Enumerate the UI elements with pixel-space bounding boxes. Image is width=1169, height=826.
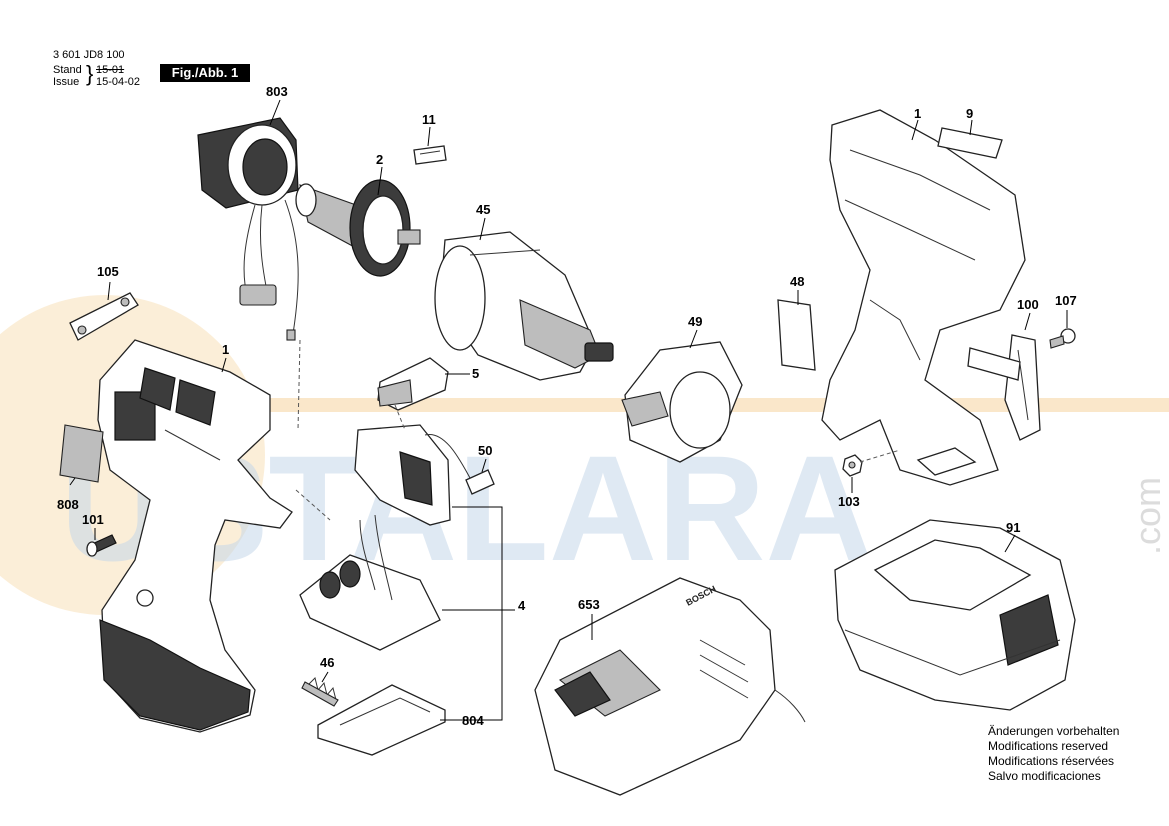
- callout-101: 101: [82, 512, 104, 527]
- part-11-clip[interactable]: [413, 145, 447, 165]
- callout-11: 11: [422, 112, 436, 127]
- callout-1-housing: 1: [914, 106, 921, 121]
- callout-45: 45: [476, 202, 490, 217]
- part-653-charger[interactable]: BOSCH: [534, 577, 806, 796]
- part-49-cover-ring[interactable]: [621, 341, 743, 463]
- part-803-stator[interactable]: [197, 117, 299, 341]
- part-45-gear-housing[interactable]: [434, 231, 614, 381]
- callout-103: 103: [838, 494, 860, 509]
- part-103-nut[interactable]: [842, 454, 863, 477]
- modification-notes: Änderungen vorbehalten Modifications res…: [988, 724, 1119, 784]
- callout-2: 2: [376, 152, 383, 167]
- callout-653: 653: [578, 597, 600, 612]
- stand-date: 15-01: [96, 64, 125, 76]
- callout-49: 49: [688, 314, 702, 329]
- callout-5: 5: [472, 366, 479, 381]
- part-91-battery[interactable]: [834, 519, 1076, 711]
- callout-803: 803: [266, 84, 288, 99]
- note-en: Modifications reserved: [988, 739, 1109, 753]
- callout-labels: 803 11 2 45 1 9 105 1 5 48 49 100 107 50…: [57, 84, 1077, 728]
- assembly-lines: [295, 339, 901, 521]
- part-50-connector[interactable]: [465, 469, 495, 495]
- callout-1-left: 1: [222, 342, 229, 357]
- part-105-cover[interactable]: [69, 292, 139, 341]
- part-808-label[interactable]: [59, 424, 104, 483]
- part-5-switch-slide[interactable]: [377, 357, 449, 411]
- part-804-plate[interactable]: [317, 684, 446, 756]
- part-48-plate[interactable]: [777, 299, 816, 371]
- callout-4: 4: [518, 598, 526, 613]
- figure-label: Fig./Abb. 1: [160, 64, 250, 82]
- part-46-spring[interactable]: [301, 677, 339, 707]
- part-9-label[interactable]: [937, 127, 1003, 159]
- stand-label: Stand: [53, 64, 82, 76]
- part-100-belt-clip[interactable]: [967, 334, 1041, 441]
- callout-48: 48: [790, 274, 804, 289]
- part-107-screw[interactable]: [1049, 328, 1076, 349]
- callout-804: 804: [462, 713, 484, 728]
- note-de: Änderungen vorbehalten: [988, 724, 1120, 738]
- part-2-armature[interactable]: [295, 179, 421, 277]
- callout-91: 91: [1006, 520, 1020, 535]
- part-101-screw[interactable]: [86, 534, 117, 557]
- issue-label: Issue: [53, 76, 80, 88]
- callout-808: 808: [57, 497, 79, 512]
- header-brace: }: [86, 61, 94, 86]
- part-1-housing-shell[interactable]: [821, 109, 1026, 486]
- callout-9: 9: [966, 106, 973, 121]
- note-fr: Modifications réservées: [988, 754, 1115, 768]
- callout-107: 107: [1055, 293, 1077, 308]
- callout-46: 46: [320, 655, 334, 670]
- callout-105: 105: [97, 264, 119, 279]
- part-1-left-housing[interactable]: [97, 339, 293, 733]
- callout-100: 100: [1017, 297, 1039, 312]
- document-number: 3 601 JD8 100: [53, 49, 125, 61]
- issue-date: 15-04-02: [96, 76, 141, 88]
- part-4-switch-electronics[interactable]: [299, 424, 471, 651]
- note-es: Salvo modificaciones: [988, 769, 1101, 783]
- callout-50: 50: [478, 443, 492, 458]
- leader-lines: [69, 99, 1068, 721]
- watermark-suffix: .com: [1127, 477, 1168, 555]
